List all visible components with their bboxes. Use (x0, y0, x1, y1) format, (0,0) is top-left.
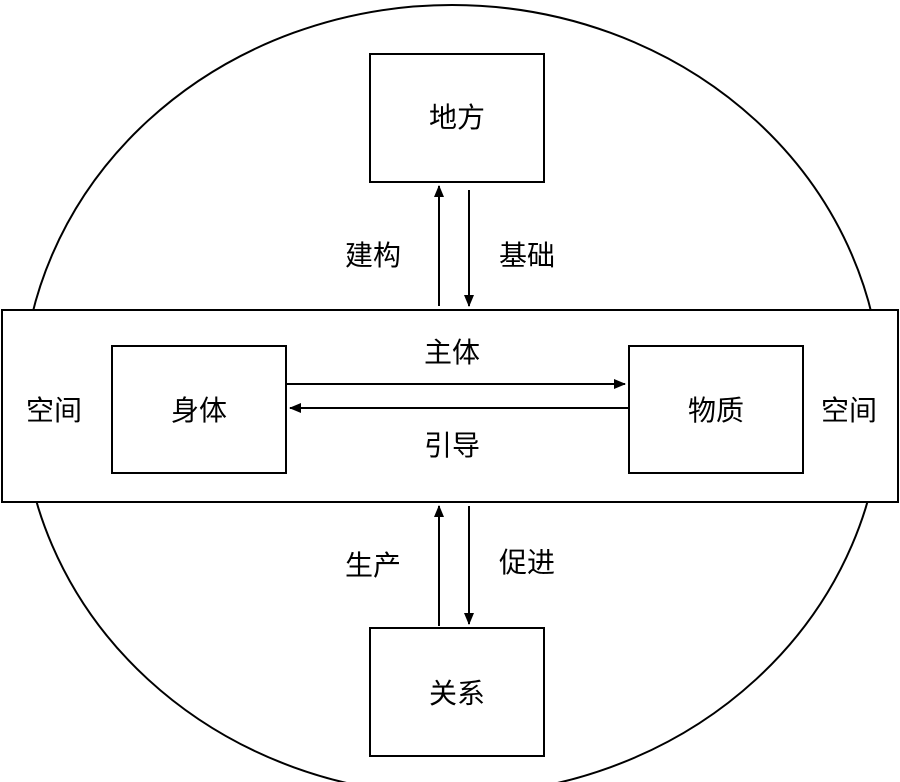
edge-label-down-bottom: 促进 (499, 546, 555, 579)
node-bottom-label: 关系 (429, 677, 485, 710)
node-right-box (628, 345, 804, 474)
outer-left-label: 空间 (26, 394, 82, 427)
node-top-box (369, 53, 545, 183)
node-right-label: 物质 (688, 394, 744, 427)
outer-right-label: 空间 (821, 394, 877, 427)
node-left-box (111, 345, 287, 474)
edge-label-left: 引导 (424, 429, 480, 462)
edge-label-right: 主体 (424, 336, 480, 369)
node-bottom-box (369, 627, 545, 757)
edge-label-up-bottom: 生产 (345, 549, 401, 582)
node-top-label: 地方 (429, 101, 485, 134)
edge-label-down-top: 基础 (499, 239, 555, 272)
edge-label-up-top: 建构 (345, 239, 401, 272)
node-left-label: 身体 (171, 394, 227, 427)
